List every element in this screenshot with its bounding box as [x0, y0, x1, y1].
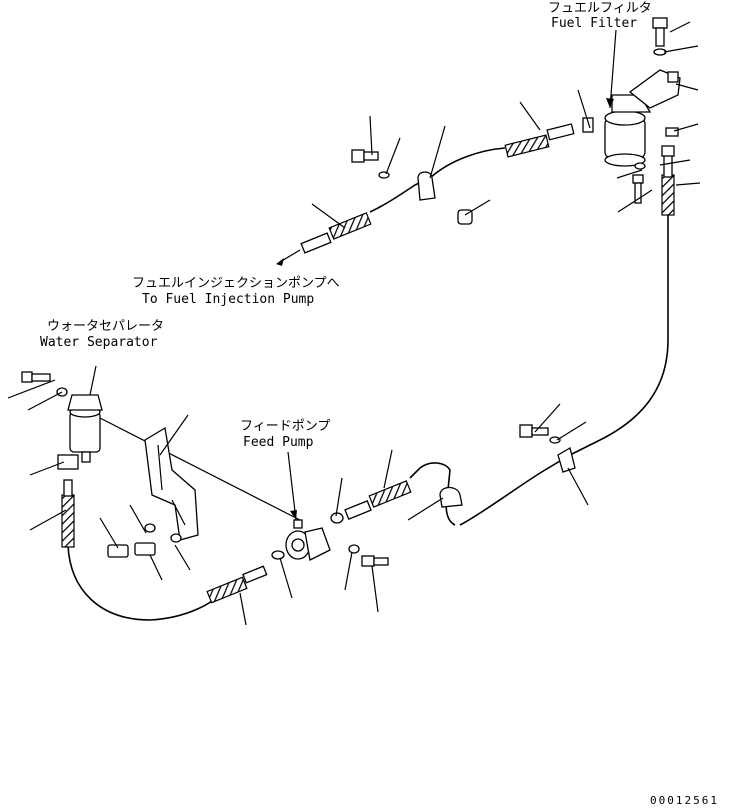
fuel-filter-label-jp: フュエルフィルタ [548, 1, 652, 16]
separator-hose [61, 479, 75, 548]
lower-clamp [439, 486, 463, 508]
mounting-bracket [107, 426, 199, 558]
injection-hose [276, 212, 372, 266]
drawing-number: 00012561 [650, 794, 719, 807]
filter-outlet-hose [661, 145, 675, 216]
fuel-filter [604, 69, 681, 167]
filter-inlet-hose [504, 117, 594, 158]
filter-lower-bolt [632, 162, 646, 204]
filter-bolt [652, 17, 668, 56]
feed-pump-label-jp: フィードポンプ [240, 419, 330, 434]
feed-pump-bolt [348, 544, 389, 567]
water-separator-label-en: Water Separator [40, 335, 158, 350]
feed-pump [271, 512, 344, 561]
water-separator-label-jp: ウォータセパレータ [47, 319, 164, 334]
feed-pump-label-en: Feed Pump [243, 435, 314, 450]
upper-bolt [351, 149, 390, 179]
fuel-filter-label-en: Fuel Filter [551, 16, 637, 31]
feed-pump-outlet-hose [344, 480, 412, 520]
lower-right-bolt [519, 424, 576, 473]
injection-pump-label-jp: フュエルインジェクションポンプへ [132, 276, 340, 291]
feed-pump-inlet-hose [206, 565, 268, 604]
water-separator [57, 394, 103, 470]
leader-lines [7, 21, 701, 626]
upper-clamp [417, 171, 473, 225]
injection-pump-label-en: To Fuel Injection Pump [142, 292, 314, 307]
